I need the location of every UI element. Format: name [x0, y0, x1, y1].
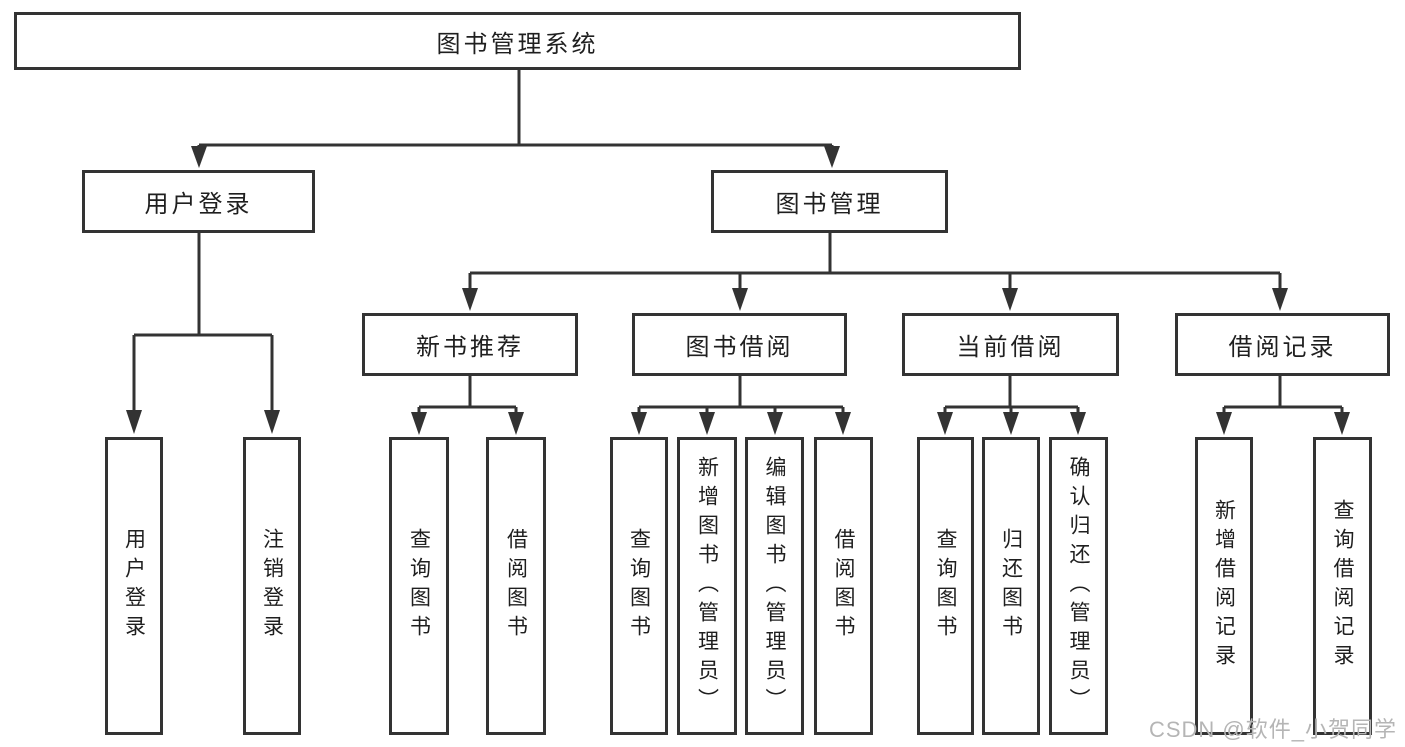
leaf-borrow-books-borrow-label: 借阅图书	[832, 528, 855, 644]
leaf-logout-login-label: 注销登录	[260, 528, 284, 644]
arrowhead-icon	[767, 412, 783, 435]
leaf-edit-books-admin-label: 编辑图书（管理员）	[763, 455, 786, 717]
node-user-login-label: 用户登录	[144, 191, 253, 218]
leaf-borrow-books-recommend: 借阅图书	[486, 437, 546, 735]
leaf-add-borrow-record-label: 新增借阅记录	[1212, 499, 1236, 673]
node-borrowing-records-label: 借阅记录	[1228, 334, 1337, 361]
node-user-login: 用户登录	[82, 170, 315, 233]
leaf-return-books: 归还图书	[982, 437, 1040, 735]
leaf-add-books-admin: 新增图书（管理员）	[677, 437, 737, 735]
arrowhead-icon	[508, 412, 524, 435]
arrowhead-icon	[1334, 412, 1350, 435]
node-current-borrowing: 当前借阅	[902, 313, 1119, 376]
arrowhead-icon	[732, 288, 748, 311]
leaf-query-books-current-label: 查询图书	[934, 528, 957, 644]
leaf-confirm-return-admin-label: 确认归还（管理员）	[1067, 455, 1090, 717]
node-current-borrowing-label: 当前借阅	[956, 334, 1065, 361]
leaf-query-books-recommend-label: 查询图书	[407, 528, 431, 644]
leaf-query-books-current: 查询图书	[917, 437, 974, 735]
node-book-borrowing-label: 图书借阅	[685, 334, 794, 361]
arrowhead-icon	[937, 412, 953, 435]
arrowhead-icon	[699, 412, 715, 435]
arrowhead-icon	[126, 410, 142, 434]
leaf-query-books-recommend: 查询图书	[389, 437, 449, 735]
connector-book-management-children	[462, 233, 1288, 311]
leaf-return-books-label: 归还图书	[999, 528, 1023, 644]
leaf-query-books-borrow: 查询图书	[610, 437, 668, 735]
node-book-management-label: 图书管理	[775, 191, 884, 218]
node-borrowing-records: 借阅记录	[1175, 313, 1390, 376]
connector-new-book-recommend-children	[411, 376, 524, 435]
connector-current-borrowing-children	[937, 376, 1086, 435]
leaf-query-borrow-record-label: 查询借阅记录	[1331, 499, 1354, 673]
arrowhead-icon	[631, 412, 647, 435]
leaf-borrow-books-recommend-label: 借阅图书	[504, 528, 528, 644]
arrowhead-icon	[1272, 288, 1288, 311]
leaf-query-borrow-record: 查询借阅记录	[1313, 437, 1372, 735]
leaf-query-books-borrow-label: 查询图书	[627, 528, 651, 644]
arrowhead-icon	[835, 412, 851, 435]
leaf-logout-login: 注销登录	[243, 437, 301, 735]
leaf-user-login: 用户登录	[105, 437, 163, 735]
leaf-borrow-books-borrow: 借阅图书	[814, 437, 873, 735]
arrowhead-icon	[264, 410, 280, 434]
leaf-edit-books-admin: 编辑图书（管理员）	[745, 437, 804, 735]
csdn-watermark: CSDN @软件_小贺同学	[1148, 717, 1397, 742]
connector-root-to-level2	[191, 70, 840, 168]
arrowhead-icon	[411, 412, 427, 435]
leaf-confirm-return-admin: 确认归还（管理员）	[1049, 437, 1108, 735]
arrowhead-icon	[1003, 412, 1019, 435]
connector-book-borrowing-children	[631, 376, 851, 435]
node-book-borrowing: 图书借阅	[632, 313, 847, 376]
arrowhead-icon	[1002, 288, 1018, 311]
arrowhead-icon	[1216, 412, 1232, 435]
leaf-add-books-admin-label: 新增图书（管理员）	[695, 455, 719, 717]
arrowhead-icon	[824, 146, 840, 168]
node-library-system-label: 图书管理系统	[436, 30, 599, 58]
node-new-book-recommend-label: 新书推荐	[416, 334, 524, 361]
node-library-system: 图书管理系统	[14, 12, 1021, 70]
node-new-book-recommend: 新书推荐	[362, 313, 578, 376]
leaf-add-borrow-record: 新增借阅记录	[1195, 437, 1253, 735]
leaf-user-login-label: 用户登录	[122, 528, 146, 644]
node-book-management: 图书管理	[711, 170, 948, 233]
arrowhead-icon	[191, 146, 207, 168]
connector-user-login-children	[126, 233, 280, 434]
arrowhead-icon	[462, 288, 478, 311]
connector-borrowing-records-children	[1216, 376, 1350, 435]
arrowhead-icon	[1070, 412, 1086, 435]
